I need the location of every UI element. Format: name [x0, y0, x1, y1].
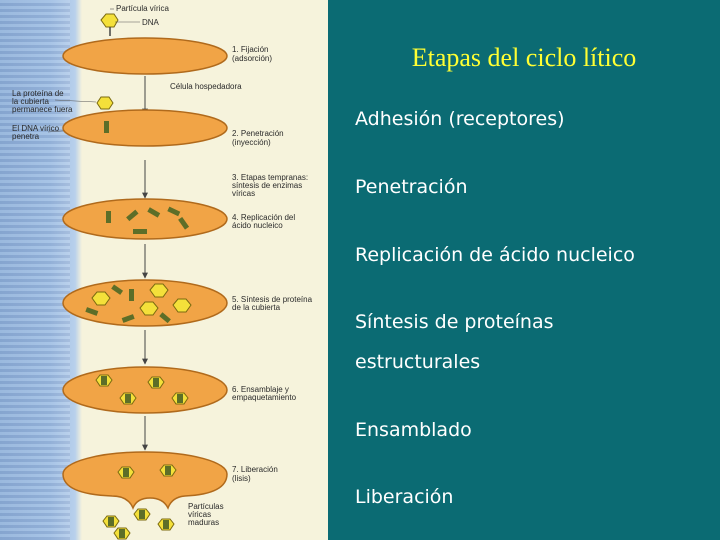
packaged-dna: [108, 517, 114, 526]
lysed-host-cell: [62, 451, 228, 510]
capsid-protein: [172, 298, 192, 313]
dna-copy: [178, 216, 190, 230]
dna-copy: [147, 207, 161, 218]
step-item-adhesion: Adhesión (receptores): [355, 108, 565, 130]
dna-copy: [85, 307, 99, 316]
dna-copy: [121, 314, 135, 323]
dna-copy: [167, 206, 181, 217]
packaged-dna: [177, 394, 183, 403]
step-item-replication: Replicación de ácido nucleico: [355, 244, 635, 266]
dna-copy: [111, 284, 124, 295]
capsid-protein: [139, 301, 159, 316]
step-item-penetration: Penetración: [355, 176, 468, 198]
label-host-cell: Célula hospedadora: [170, 82, 242, 91]
host-cell-5: [62, 366, 228, 414]
slide-title: Etapas del ciclo lítico: [411, 43, 637, 72]
packaged-dna: [139, 510, 145, 519]
label-dna: DNA: [142, 18, 160, 27]
label-step-7: 7. Liberación(lisis): [232, 465, 278, 483]
step-item-assembly: Ensamblado: [355, 419, 472, 441]
dna-copy: [159, 312, 171, 324]
label-viral-particle: Partícula vírica: [116, 4, 169, 13]
dna-copy: [133, 229, 147, 234]
lytic-cycle-figure: Partícula vírica DNA 1. Fijación(adsorci…: [0, 0, 328, 540]
empty-capsid: [96, 96, 114, 110]
label-step-1: 1. Fijación(adsorción): [232, 45, 272, 63]
dna-copy: [129, 289, 134, 301]
packaged-dna: [165, 466, 171, 475]
label-step-2: 2. Penetración(inyección): [232, 129, 284, 147]
packaged-dna: [125, 394, 131, 403]
step-item-protein-synthesis: Síntesis de proteínas: [355, 311, 554, 333]
capsid-protein: [149, 283, 169, 298]
packaged-dna: [123, 468, 129, 477]
viral-dna: [104, 121, 109, 133]
host-cell-1: [62, 37, 228, 75]
packaged-dna: [153, 378, 159, 387]
packaged-dna: [101, 376, 107, 385]
host-cell-3: [62, 198, 228, 240]
text-panel: Etapas del ciclo lítico Adhesión (recept…: [328, 0, 720, 540]
dna-copy: [126, 209, 139, 222]
packaged-dna: [119, 529, 125, 538]
dna-copy: [106, 211, 111, 223]
phage-capsid: [100, 13, 119, 28]
step-item-release: Liberación: [355, 486, 454, 508]
lytic-cycle-diagram: Partícula vírica DNA 1. Fijación(adsorci…: [12, 4, 313, 540]
capsid-protein: [91, 291, 111, 306]
leader-line: [54, 99, 97, 103]
host-cell-2: [62, 109, 228, 147]
packaged-dna: [163, 520, 169, 529]
step-item-structural: estructurales: [355, 351, 481, 373]
decorative-strip: [0, 0, 70, 540]
